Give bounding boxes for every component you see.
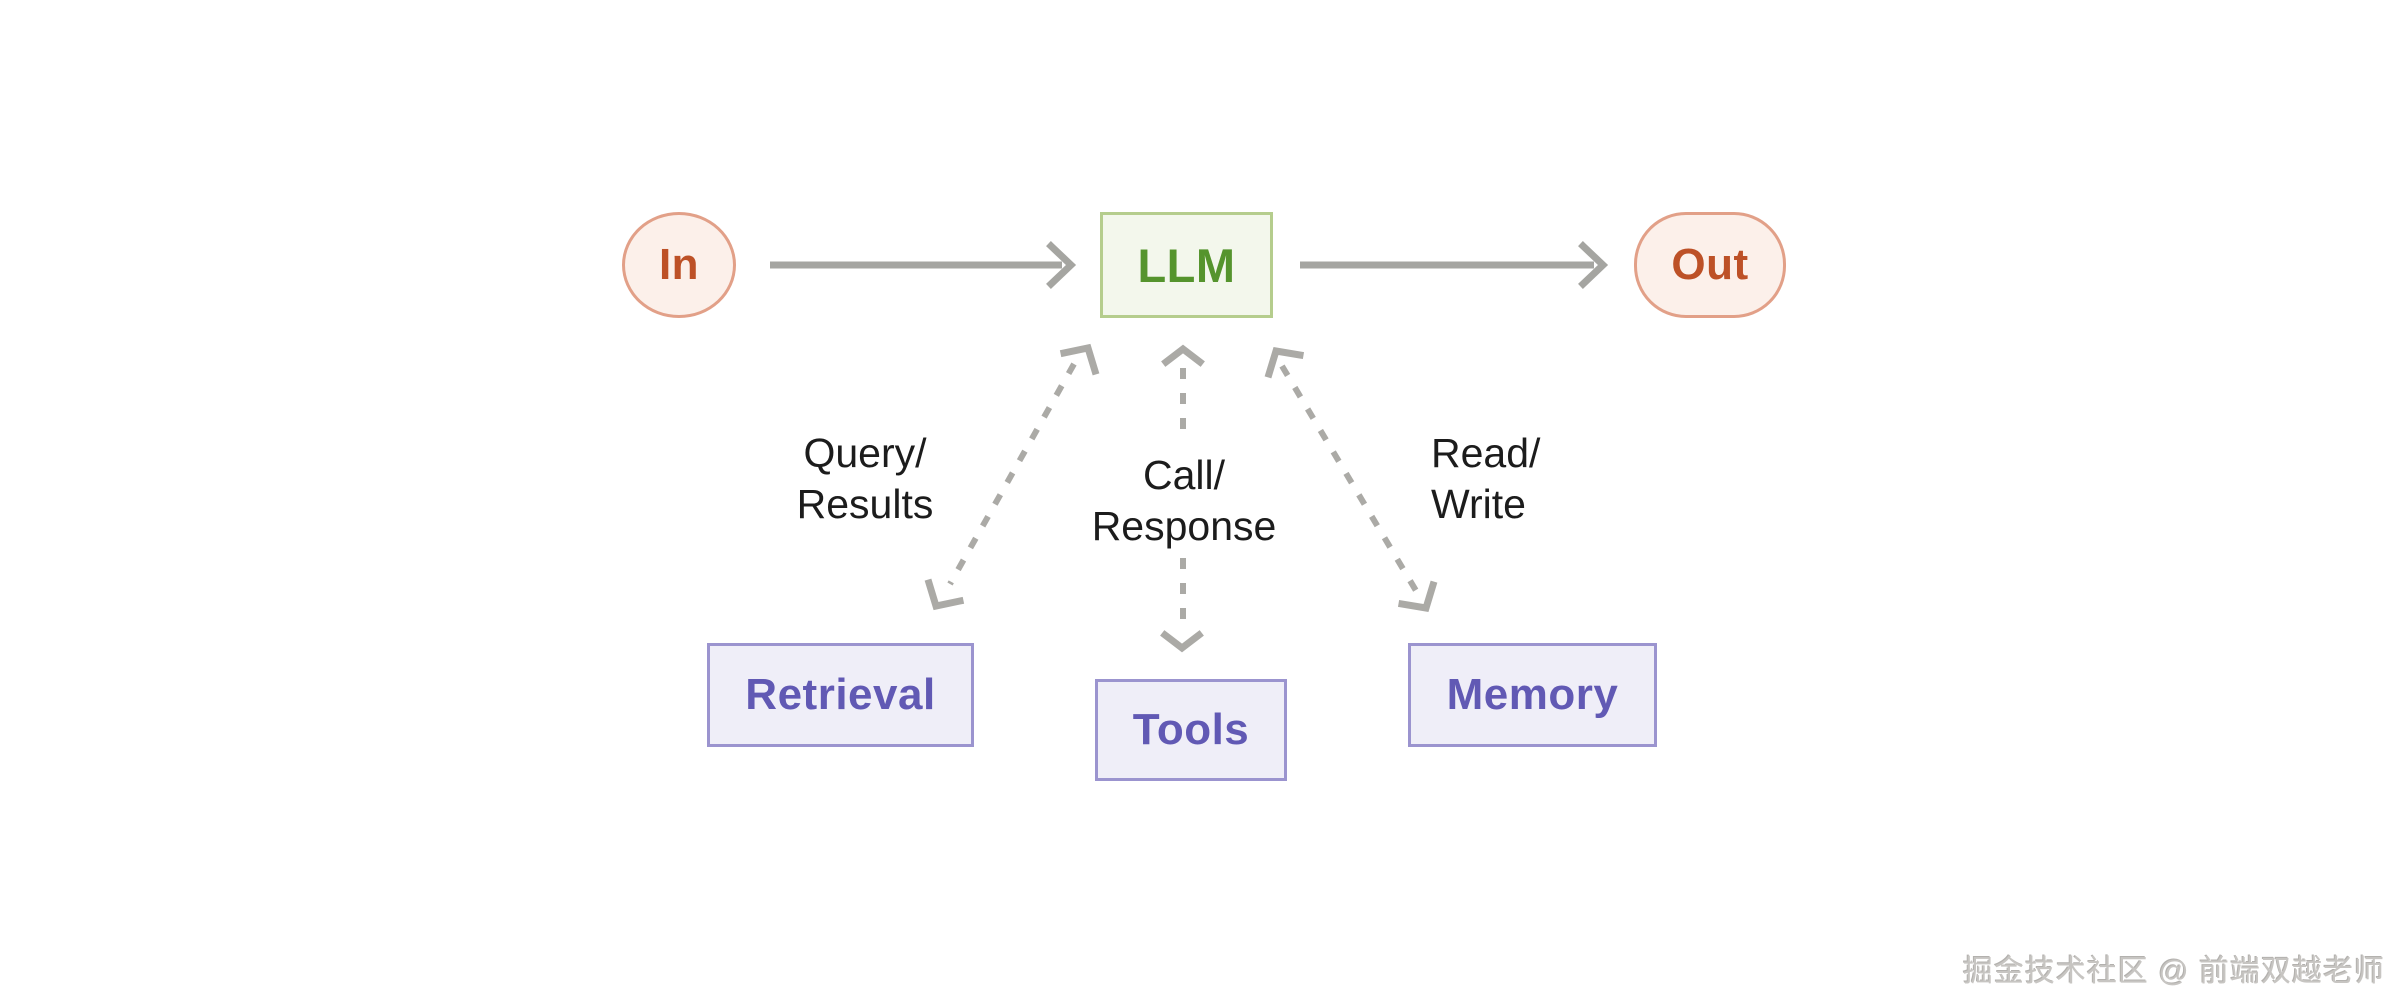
node-out: Out xyxy=(1634,212,1786,318)
node-in: In xyxy=(622,212,736,318)
node-llm-label: LLM xyxy=(1137,238,1236,292)
node-out-label: Out xyxy=(1671,240,1749,289)
node-tools-label: Tools xyxy=(1132,705,1250,754)
edge-label-call-line2: Response xyxy=(1091,503,1277,549)
edge-label-read-write: Read/ Write xyxy=(1431,428,1540,530)
node-llm: LLM xyxy=(1100,212,1273,318)
node-memory-label: Memory xyxy=(1446,670,1619,719)
node-retrieval-label: Retrieval xyxy=(745,670,936,719)
edge-label-call-line1: Call/ xyxy=(1142,452,1226,498)
node-retrieval: Retrieval xyxy=(707,643,974,747)
node-in-label: In xyxy=(658,240,700,289)
node-memory: Memory xyxy=(1408,643,1657,747)
edge-label-call-response: Call/ Response xyxy=(1059,450,1309,552)
edge-label-read-line1: Read/ xyxy=(1431,430,1541,476)
dashed-arrow-llm-memory-icon xyxy=(1264,347,1438,612)
watermark-text: 掘金技术社区 @ 前端双越老师 xyxy=(1962,955,2385,988)
edge-label-read-line2: Write xyxy=(1431,481,1526,527)
dashed-arrow-llm-tools-icon xyxy=(1160,344,1205,653)
dashed-arrow-llm-retrieval-icon xyxy=(924,343,1100,611)
edge-label-query-line2: Results xyxy=(796,481,934,527)
edge-label-query-results: Query/ Results xyxy=(760,428,970,530)
edge-label-query-line1: Query/ xyxy=(803,430,927,476)
arrow-llm-to-out-icon xyxy=(1300,241,1609,289)
arrow-in-to-llm-icon xyxy=(770,241,1077,289)
node-tools: Tools xyxy=(1095,679,1287,781)
